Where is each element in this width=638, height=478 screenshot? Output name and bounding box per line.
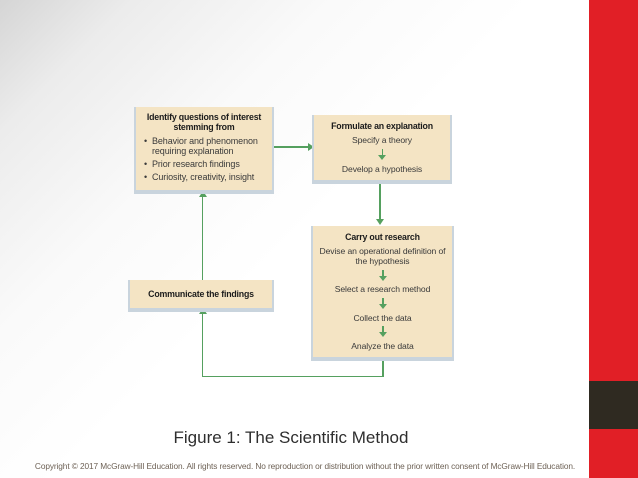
down-arrow-icon [378,269,387,281]
right-accent-black-block [589,381,638,429]
step-text: Analyze the data [351,340,414,351]
step-text: Specify a theory [351,135,413,146]
formulate-explanation-box: Formulate an explanation Specify a theor… [314,115,450,180]
down-arrow-icon [378,149,387,161]
step-text: Develop a hypothesis [341,163,423,174]
connector-line [382,357,384,377]
down-arrow-icon [378,297,387,309]
carry-out-research-box: Carry out research Devise an operational… [313,226,452,357]
bullet-text: Behavior and phenomenon requiring explan… [152,135,258,157]
communicate-box-title: Communicate the findings [148,288,254,299]
list-item: Prior research findings [144,159,268,170]
connector-line [379,181,381,219]
connector-line [202,375,384,377]
step-text: Collect the data [353,312,412,323]
arrow-up-icon [198,191,207,197]
arrow-right-icon [308,142,314,151]
connector-line [201,314,203,376]
list-item: Behavior and phenomenon requiring explan… [144,136,268,157]
communicate-findings-box: Communicate the findings [130,280,272,308]
step-text: Devise an operational definition of the … [319,245,446,267]
research-box-title: Carry out research [345,232,420,242]
bullet-dot [144,172,152,183]
step-text: Select a research method [334,284,431,295]
formulate-box-title: Formulate an explanation [331,121,433,131]
right-accent-bar [589,0,638,478]
identify-questions-box: Identify questions of interest stemming … [136,107,272,190]
arrow-up-icon [198,308,207,314]
connector-line [272,146,308,148]
bullet-text: Curiosity, creativity, insight [152,171,255,182]
list-item: Curiosity, creativity, insight [144,172,268,183]
arrow-down-icon [375,219,384,225]
bullet-text: Prior research findings [152,158,240,169]
down-arrow-icon [378,326,387,338]
figure-caption: Figure 1: The Scientific Method [173,428,409,447]
bullet-dot [144,136,152,157]
bullet-dot [144,159,152,170]
copyright-notice: Copyright © 2017 McGraw-Hill Education. … [34,461,576,471]
identify-box-title: Identify questions of interest stemming … [146,112,262,133]
connector-line [201,197,203,280]
